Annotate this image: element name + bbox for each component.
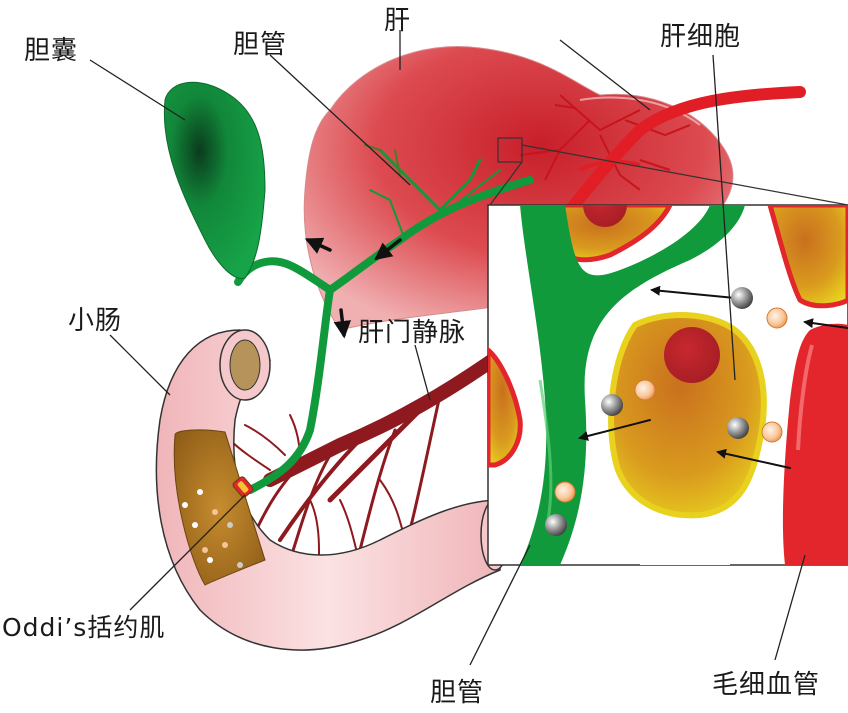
label-small-intestine: 小肠 [68,306,123,336]
label-bile-duct-bottom: 胆管 [430,678,485,708]
label-capillary: 毛细血管 [712,670,821,700]
liver-vessels [519,94,691,191]
leader-lines [89,30,806,666]
intestine-particles [182,489,243,568]
label-liver: 肝 [384,6,412,36]
label-oddi-sphincter: Oddi’s括约肌 [2,613,166,642]
oddi-sphincter [232,476,254,498]
zoom-callout [489,137,848,206]
label-gallbladder: 胆囊 [24,36,79,66]
label-portal-vein: 肝门静脉 [358,318,467,348]
label-hepatocyte: 肝细胞 [660,22,742,52]
gallbladder [163,81,266,279]
small-intestine [155,329,510,651]
transport-molecules [545,287,788,536]
label-bile-duct-top: 胆管 [233,30,288,60]
hepatocyte-inset [487,204,848,566]
flow-arrows [304,237,402,339]
